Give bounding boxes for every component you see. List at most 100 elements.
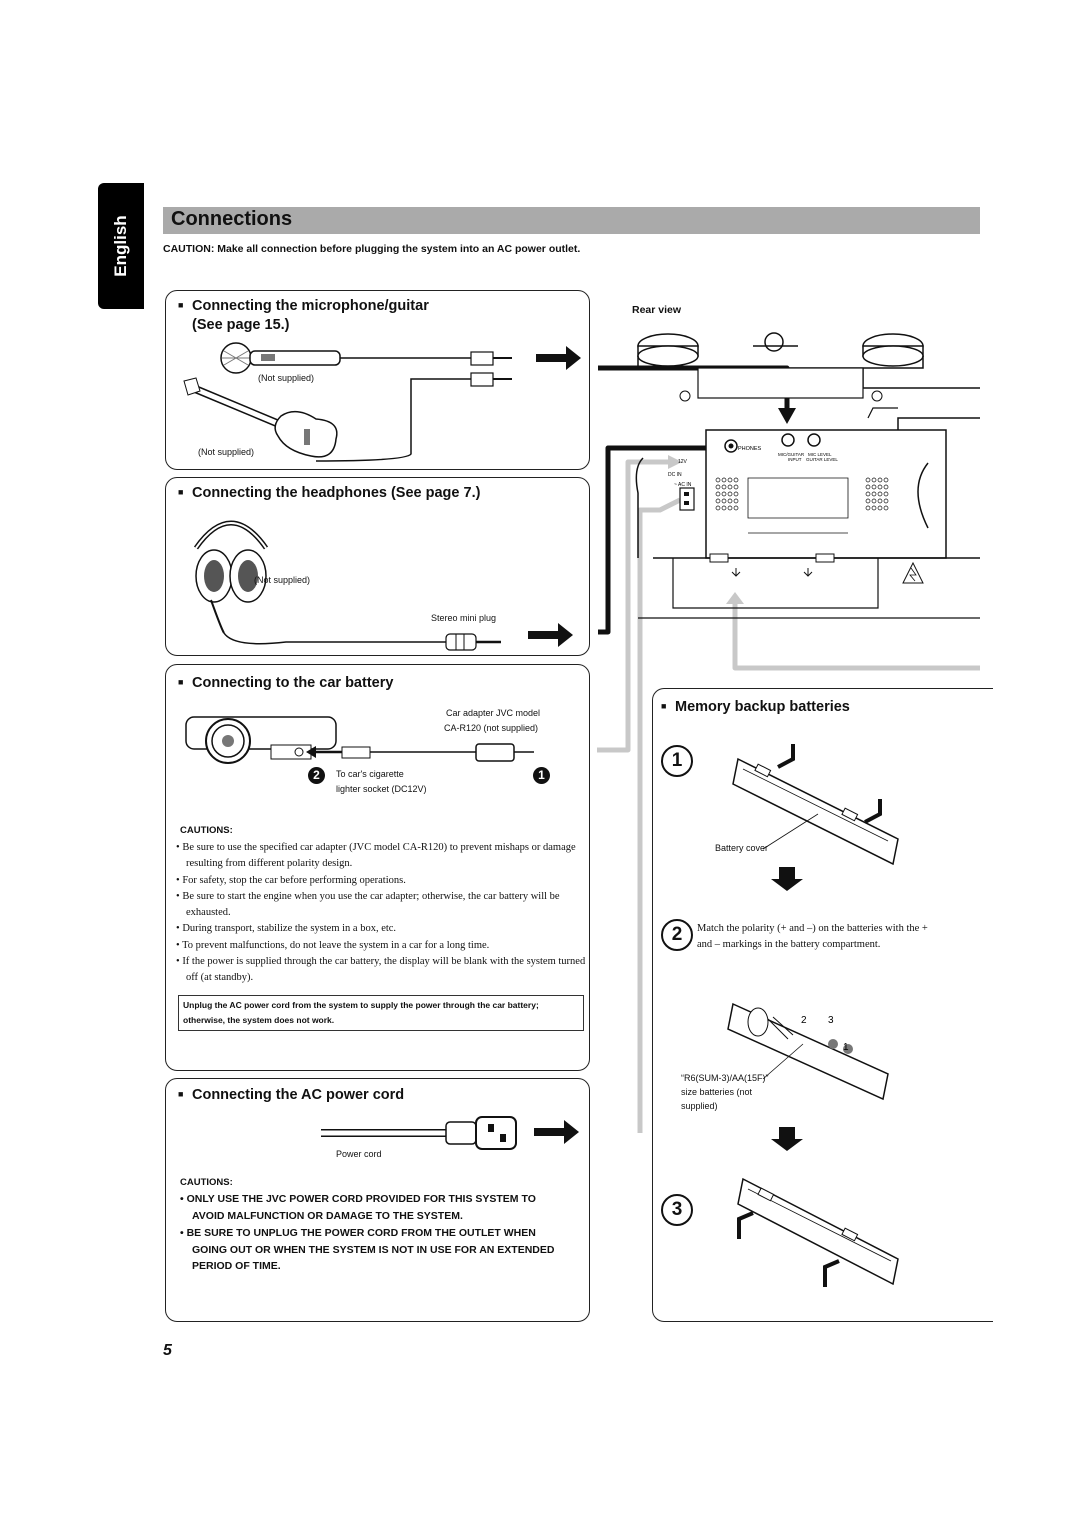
car-boxed-note: Unplug the AC power cord from the system… bbox=[178, 995, 584, 1031]
ac-in-socket-icon bbox=[679, 487, 695, 511]
memory-backup-heading-text: Memory backup batteries bbox=[675, 699, 850, 715]
car-caution-item: • For safety, stop the car before perfor… bbox=[176, 874, 406, 886]
mic-heading-line1: Connecting the microphone/guitar bbox=[192, 298, 429, 314]
top-caution: CAUTION: Make all connection before plug… bbox=[163, 243, 581, 255]
press-arrow-icon bbox=[864, 799, 882, 824]
car-dashboard-icon bbox=[185, 716, 337, 764]
socket-line1: To car's cigarette bbox=[336, 769, 404, 779]
polarity-mark-3: 3 bbox=[828, 1015, 834, 1026]
mic-level-text: MIC LEVEL bbox=[808, 452, 832, 457]
car-cautions-list: • Be sure to use the specified car adapt… bbox=[176, 840, 586, 987]
car-caution-item: • Be sure to start the engine when you u… bbox=[176, 890, 560, 919]
car-battery-heading-text: Connecting to the car battery bbox=[192, 675, 394, 691]
language-tab: English bbox=[98, 183, 144, 309]
mic-plug-icon bbox=[470, 351, 512, 366]
memory-backup-heading: ■Memory backup batteries bbox=[661, 699, 850, 715]
battery-step-1: 1 bbox=[661, 745, 693, 777]
arrow-right-icon bbox=[536, 346, 581, 370]
stereo-mini-plug-icon bbox=[445, 633, 501, 651]
battery-cover-icon bbox=[732, 757, 899, 866]
battery-cover-label: Battery cover bbox=[715, 843, 769, 853]
rear-panel bbox=[705, 429, 947, 559]
step-2-marker: 2 bbox=[308, 767, 325, 784]
ac-caution-item: • ONLY USE THE JVC POWER CORD PROVIDED F… bbox=[180, 1193, 536, 1222]
dc-in-text: DC IN bbox=[668, 472, 682, 478]
car-adapter-icon bbox=[341, 743, 534, 762]
step-1-marker: 1 bbox=[533, 767, 550, 784]
car-adapter-line1: Car adapter JVC model bbox=[446, 708, 541, 718]
battery-note-line3: supplied) bbox=[681, 1101, 718, 1111]
battery-note-line2: size batteries (not bbox=[681, 1087, 753, 1097]
lift-arrow-icon bbox=[823, 1259, 840, 1287]
vent-grille bbox=[715, 477, 889, 511]
phones-text: PHONES bbox=[738, 446, 762, 452]
car-illustration bbox=[185, 716, 534, 764]
panel-headphones: ■Connecting the headphones (See page 7.)… bbox=[165, 477, 590, 656]
press-arrow-icon bbox=[777, 744, 795, 769]
arrow-left-icon bbox=[306, 746, 316, 758]
battery-note-line1: “R6(SUM-3)/AA(15F)” bbox=[681, 1073, 769, 1083]
panel-ac-power-cord: ■Connecting the AC power cord Power cord… bbox=[165, 1078, 590, 1322]
arrow-right-icon bbox=[534, 1120, 579, 1144]
rear-view-illustration: PHONES MIC/GUITAR INPUT MIC LEVEL GUITAR… bbox=[635, 332, 980, 619]
level-knob-icon bbox=[807, 433, 821, 447]
car-caution-item: • If the power is supplied through the c… bbox=[176, 956, 586, 984]
left-knob-icon bbox=[637, 333, 699, 367]
dc-12v-text: 12V bbox=[678, 459, 688, 465]
battery-step-2: 2 bbox=[661, 919, 693, 951]
ac-cautions-list: • ONLY USE THE JVC POWER CORD PROVIDED F… bbox=[180, 1191, 570, 1276]
stereo-mini-plug-label: Stereo mini plug bbox=[431, 613, 497, 623]
battery-step-3: 3 bbox=[661, 1194, 693, 1226]
polarity-mark-2: 2 bbox=[801, 1015, 807, 1026]
battery-cover-close-icon bbox=[737, 1177, 899, 1286]
battery-compartment-icon bbox=[727, 1002, 889, 1101]
section-title-bar: Connections bbox=[163, 207, 980, 234]
warning-icon bbox=[902, 561, 924, 584]
car-caution-item: • During transport, stabilize the system… bbox=[176, 923, 397, 935]
car-battery-heading: ■Connecting to the car battery bbox=[178, 675, 394, 691]
car-cautions-heading: CAUTIONS: bbox=[180, 825, 233, 836]
guitar-level-text: GUITAR LEVEL bbox=[806, 457, 838, 462]
ac-cord-heading-text: Connecting the AC power cord bbox=[192, 1087, 405, 1103]
power-cord-illustration bbox=[321, 1116, 579, 1150]
input-text: INPUT bbox=[788, 457, 802, 462]
polarity-mark-1: 1 bbox=[843, 1042, 849, 1053]
guitar-plug-icon bbox=[315, 372, 512, 462]
battery-size-note: “R6(SUM-3)/AA(15F)” size batteries (not … bbox=[681, 1071, 769, 1113]
power-cord-icon bbox=[321, 1116, 517, 1150]
panel-microphone-guitar: ■Connecting the microphone/guitar (See p… bbox=[165, 290, 590, 470]
microphone-icon bbox=[220, 342, 471, 374]
headphones-icon bbox=[193, 520, 446, 645]
headphones-heading: ■Connecting the headphones (See page 7.) bbox=[178, 485, 481, 501]
down-arrow-icon bbox=[771, 867, 803, 891]
power-cord-label: Power cord bbox=[336, 1149, 382, 1159]
headphones-not-supplied: (Not supplied) bbox=[254, 575, 311, 585]
down-arrow-icon bbox=[771, 1127, 803, 1151]
panel-car-battery: ■Connecting to the car battery Car adapt… bbox=[165, 664, 590, 1071]
center-knob-icon bbox=[764, 332, 784, 352]
polarity-instruction: Match the polarity (+ and –) on the batt… bbox=[697, 923, 928, 950]
mic-guitar-text: MIC/GUITAR bbox=[778, 452, 805, 457]
arrow-right-icon bbox=[528, 623, 573, 647]
car-caution-item: • Be sure to use the specified car adapt… bbox=[176, 842, 576, 870]
ac-cord-heading: ■Connecting the AC power cord bbox=[178, 1087, 405, 1103]
mic-input-jack-icon bbox=[781, 433, 795, 447]
headphones-heading-text: Connecting the headphones (See page 7.) bbox=[192, 485, 481, 501]
ac-cautions-heading: CAUTIONS: bbox=[180, 1177, 233, 1188]
car-adapter-line2: CA-R120 (not supplied) bbox=[444, 723, 539, 733]
battery-illustration: 2 3 1 bbox=[727, 744, 899, 1287]
rear-view-label: Rear view bbox=[632, 304, 682, 316]
mic-guitar-heading: ■Connecting the microphone/guitar (See p… bbox=[178, 298, 429, 333]
mic-guitar-illustration bbox=[183, 342, 581, 462]
right-knob-icon bbox=[862, 333, 924, 367]
socket-line2: lighter socket (DC12V) bbox=[336, 784, 427, 794]
mic-heading-line2: (See page 15.) bbox=[192, 317, 290, 333]
ac-caution-item: • BE SURE TO UNPLUG THE POWER CORD FROM … bbox=[180, 1227, 555, 1272]
ac-in-text: ~ AC IN bbox=[674, 482, 692, 488]
mic-not-supplied: (Not supplied) bbox=[258, 373, 315, 383]
headphones-illustration bbox=[193, 520, 573, 651]
car-caution-item: • To prevent malfunctions, do not leave … bbox=[176, 939, 490, 951]
lift-arrow-icon bbox=[737, 1211, 754, 1239]
panel-memory-backup-batteries: ■Memory backup batteries 1 2 3 2 3 1 bbox=[652, 688, 993, 1322]
guitar-icon bbox=[183, 377, 338, 458]
